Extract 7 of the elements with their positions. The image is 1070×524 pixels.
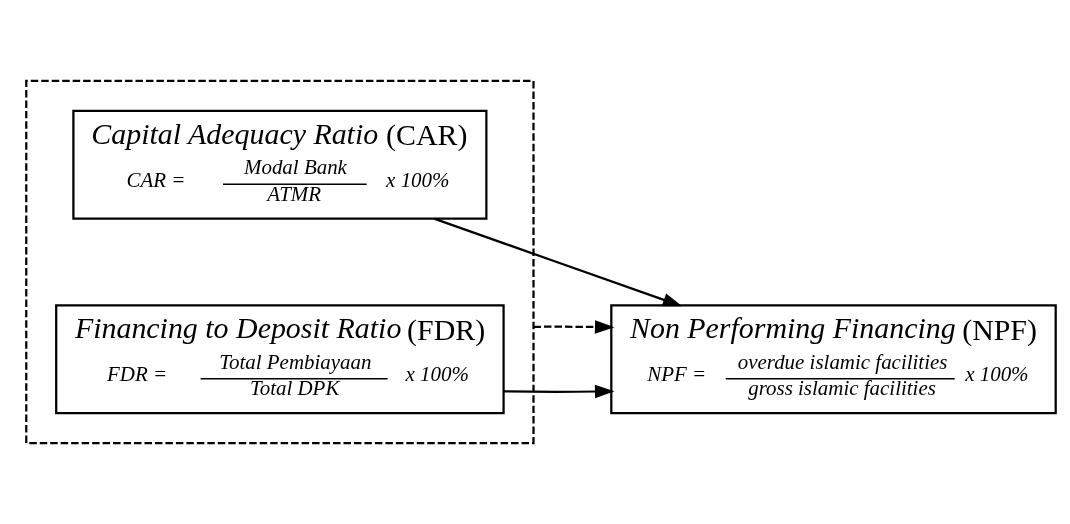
node-box: Non Performing Financing (NPF) NPF = overdue islamic facilities x 100% gross islamic facilities <box>610 304 1057 415</box>
arrow <box>433 217 683 307</box>
arrow <box>533 320 615 334</box>
node-box: Capital Adequacy Ratio (CAR) CAR = Modal Bank x 100% ATMR <box>72 109 488 220</box>
arrow <box>503 384 615 399</box>
cluster <box>25 79 535 445</box>
node-box: Financing to Deposit Ratio (FDR) FDR = Total Pembiayaan x 100% Total DPK <box>55 304 505 415</box>
